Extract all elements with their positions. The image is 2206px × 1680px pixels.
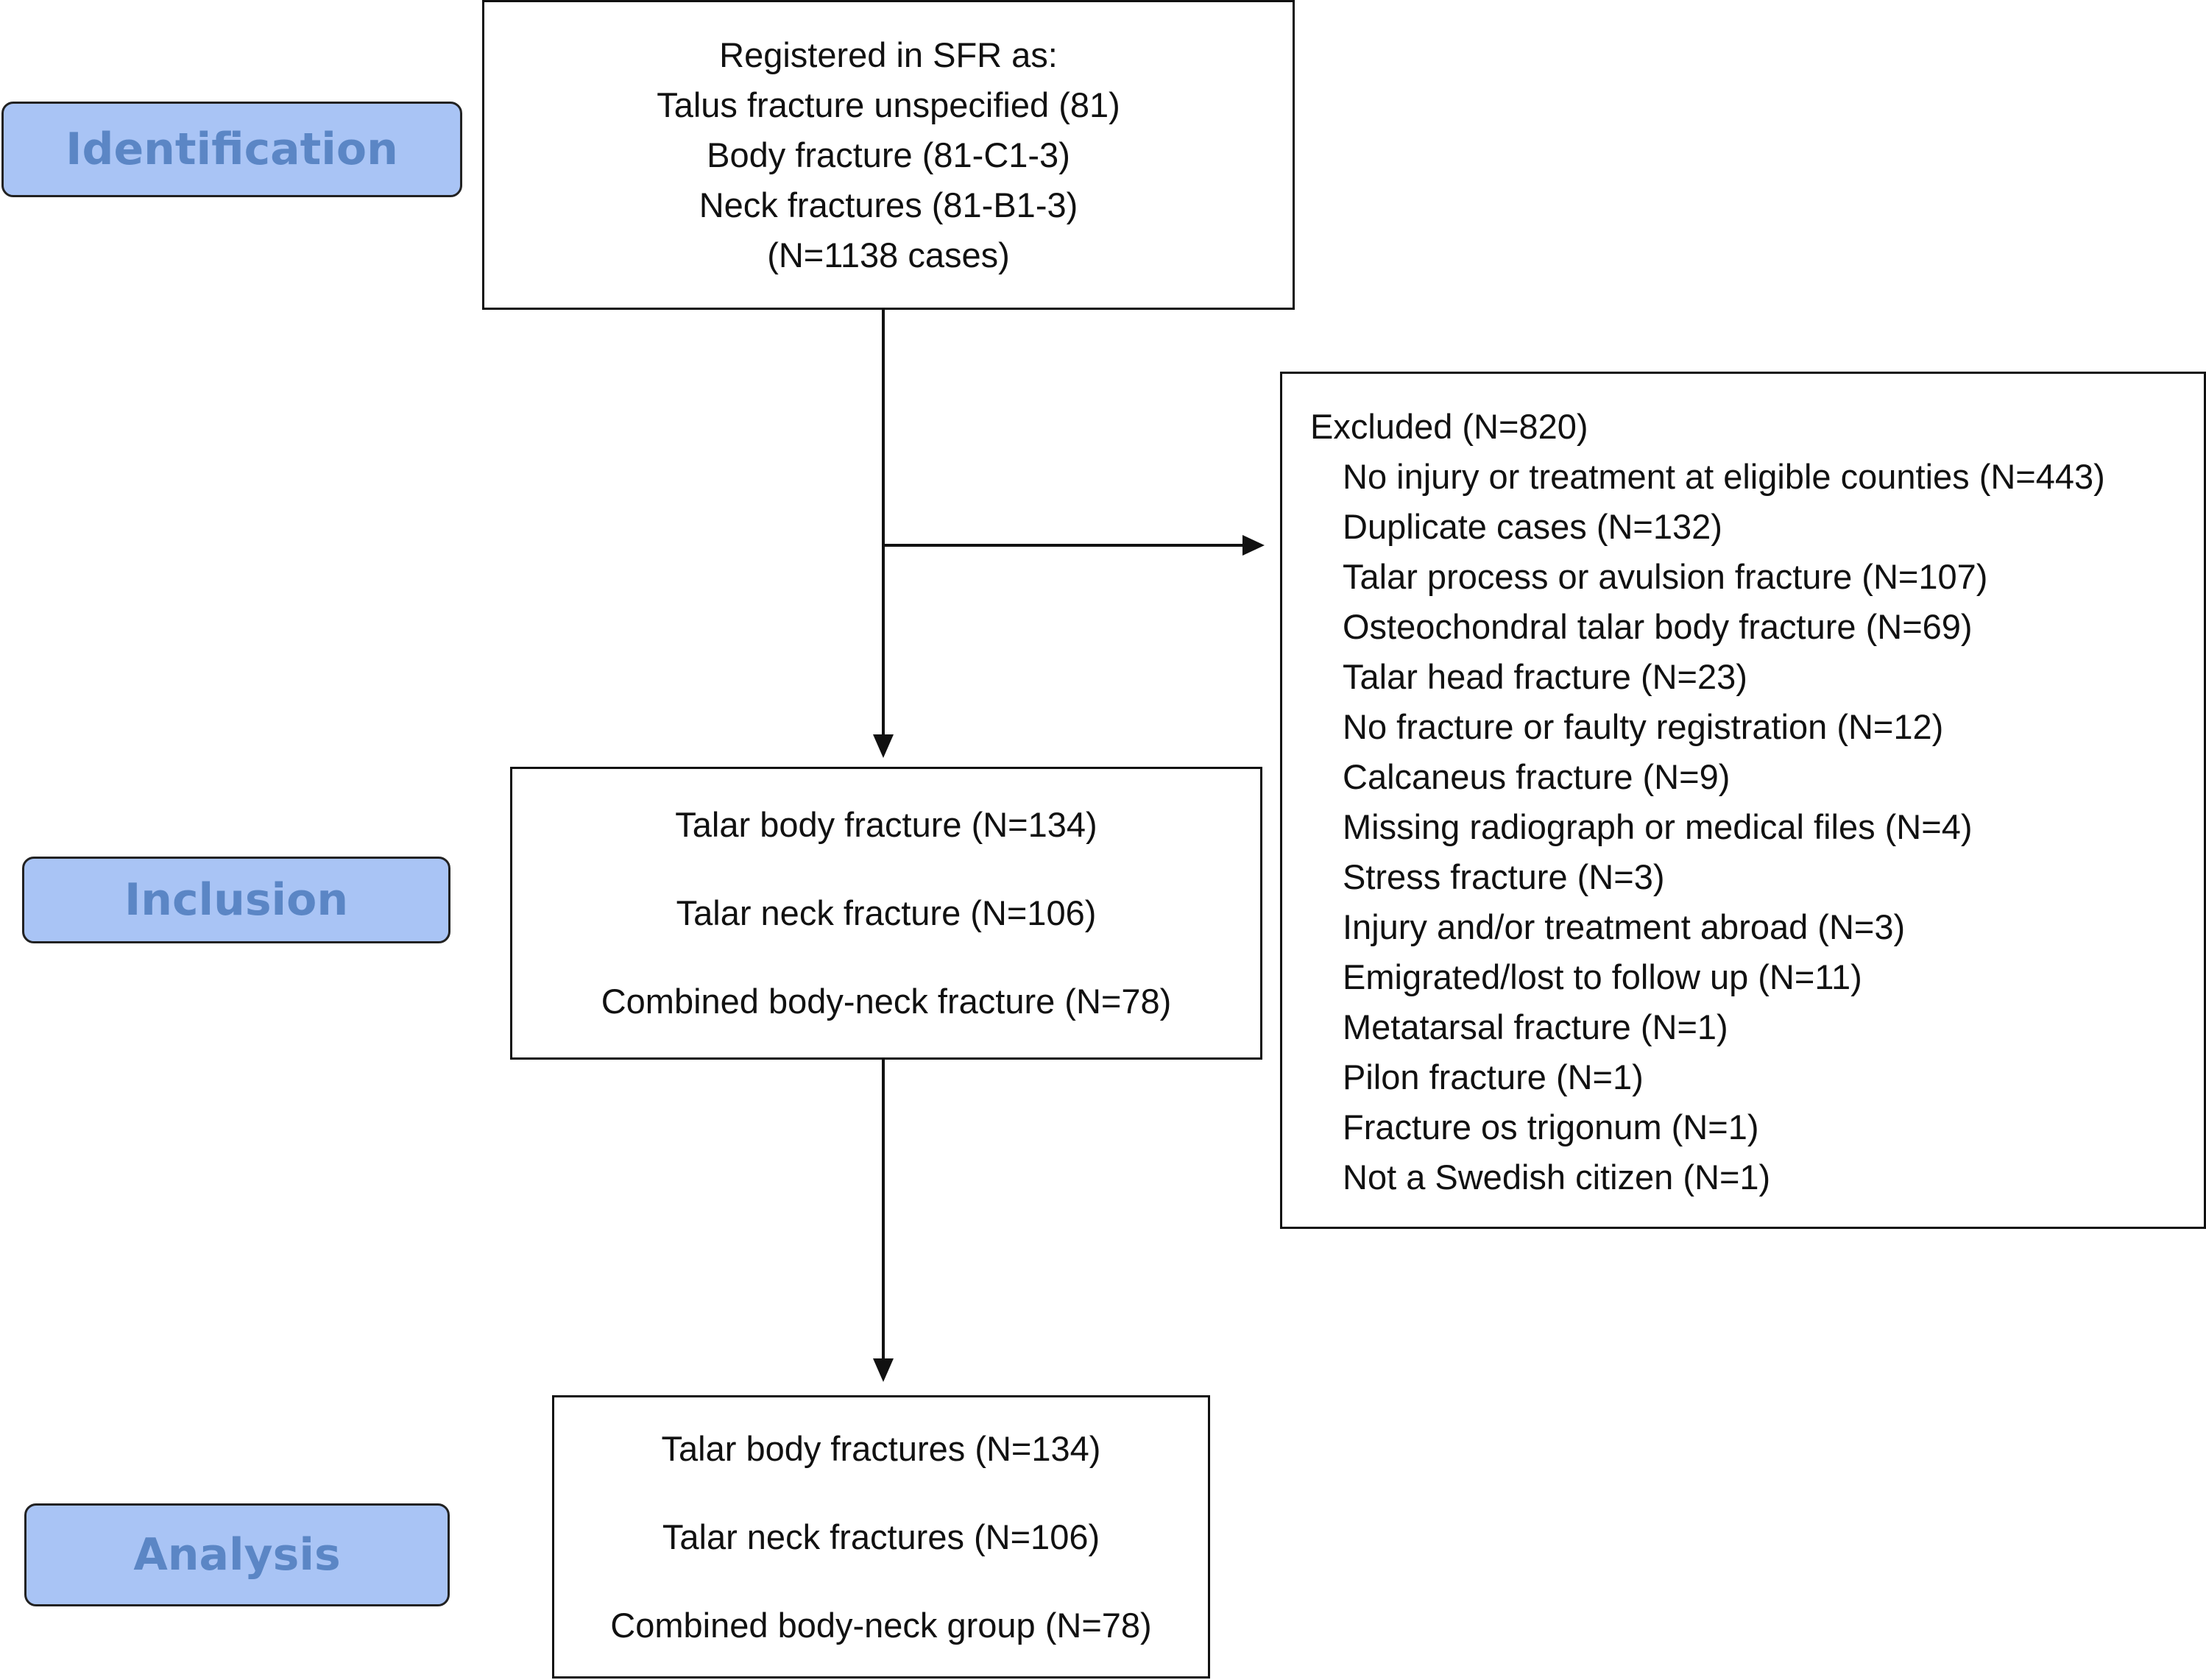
excluded-item: Stress fracture (N=3) [1343, 857, 1665, 896]
excluded-item: Duplicate cases (N=132) [1343, 507, 1722, 546]
arrowhead-analysis [873, 1358, 894, 1382]
excluded-item: Metatarsal fracture (N=1) [1343, 1007, 1728, 1046]
registered-line: Talus fracture unspecified (81) [657, 85, 1120, 124]
inclusion-line: Combined body-neck fracture (N=78) [601, 982, 1172, 1021]
excluded-item: Fracture os trigonum (N=1) [1343, 1107, 1759, 1146]
stage-identification: Identification [1, 102, 462, 197]
inclusion-line: Talar body fracture (N=134) [675, 805, 1097, 844]
excluded-item: Calcaneus fracture (N=9) [1343, 757, 1730, 796]
analysis-line: Talar neck fractures (N=106) [662, 1517, 1100, 1556]
excluded-item: Talar head fracture (N=23) [1343, 657, 1747, 696]
excluded-item: Missing radiograph or medical files (N=4… [1343, 807, 1973, 846]
inclusion-box: Talar body fracture (N=134) Talar neck f… [510, 767, 1262, 1060]
excluded-box: Excluded (N=820) No injury or treatment … [1280, 372, 2206, 1229]
stage-analysis: Analysis [24, 1503, 450, 1606]
analysis-box: Talar body fractures (N=134) Talar neck … [552, 1395, 1210, 1679]
excluded-item: No injury or treatment at eligible count… [1343, 457, 2105, 496]
excluded-item: Emigrated/lost to follow up (N=11) [1343, 957, 1862, 996]
arrowhead-inclusion [873, 734, 894, 758]
registered-line: Body fracture (81-C1-3) [707, 135, 1070, 174]
arrowhead-excluded [1242, 535, 1265, 556]
excluded-item: Talar process or avulsion fracture (N=10… [1343, 557, 1988, 596]
analysis-line: Talar body fractures (N=134) [661, 1428, 1101, 1468]
excluded-item: Osteochondral talar body fracture (N=69) [1343, 607, 1973, 646]
analysis-line: Combined body-neck group (N=78) [610, 1605, 1152, 1645]
registered-line: Registered in SFR as: [719, 35, 1058, 74]
excluded-item: Injury and/or treatment abroad (N=3) [1343, 907, 1906, 946]
excluded-item: Pilon fracture (N=1) [1343, 1057, 1644, 1096]
excluded-header: Excluded (N=820) [1310, 407, 1588, 446]
inclusion-line: Talar neck fracture (N=106) [676, 893, 1097, 932]
stage-inclusion: Inclusion [22, 857, 450, 943]
registered-line: Neck fractures (81-B1-3) [699, 185, 1078, 224]
excluded-item: Not a Swedish citizen (N=1) [1343, 1158, 1771, 1197]
registered-box: Registered in SFR as: Talus fracture uns… [482, 0, 1295, 310]
excluded-item: No fracture or faulty registration (N=12… [1343, 707, 1944, 746]
registered-line: (N=1138 cases) [767, 235, 1010, 274]
excluded-list: No injury or treatment at eligible count… [1310, 452, 2204, 1202]
